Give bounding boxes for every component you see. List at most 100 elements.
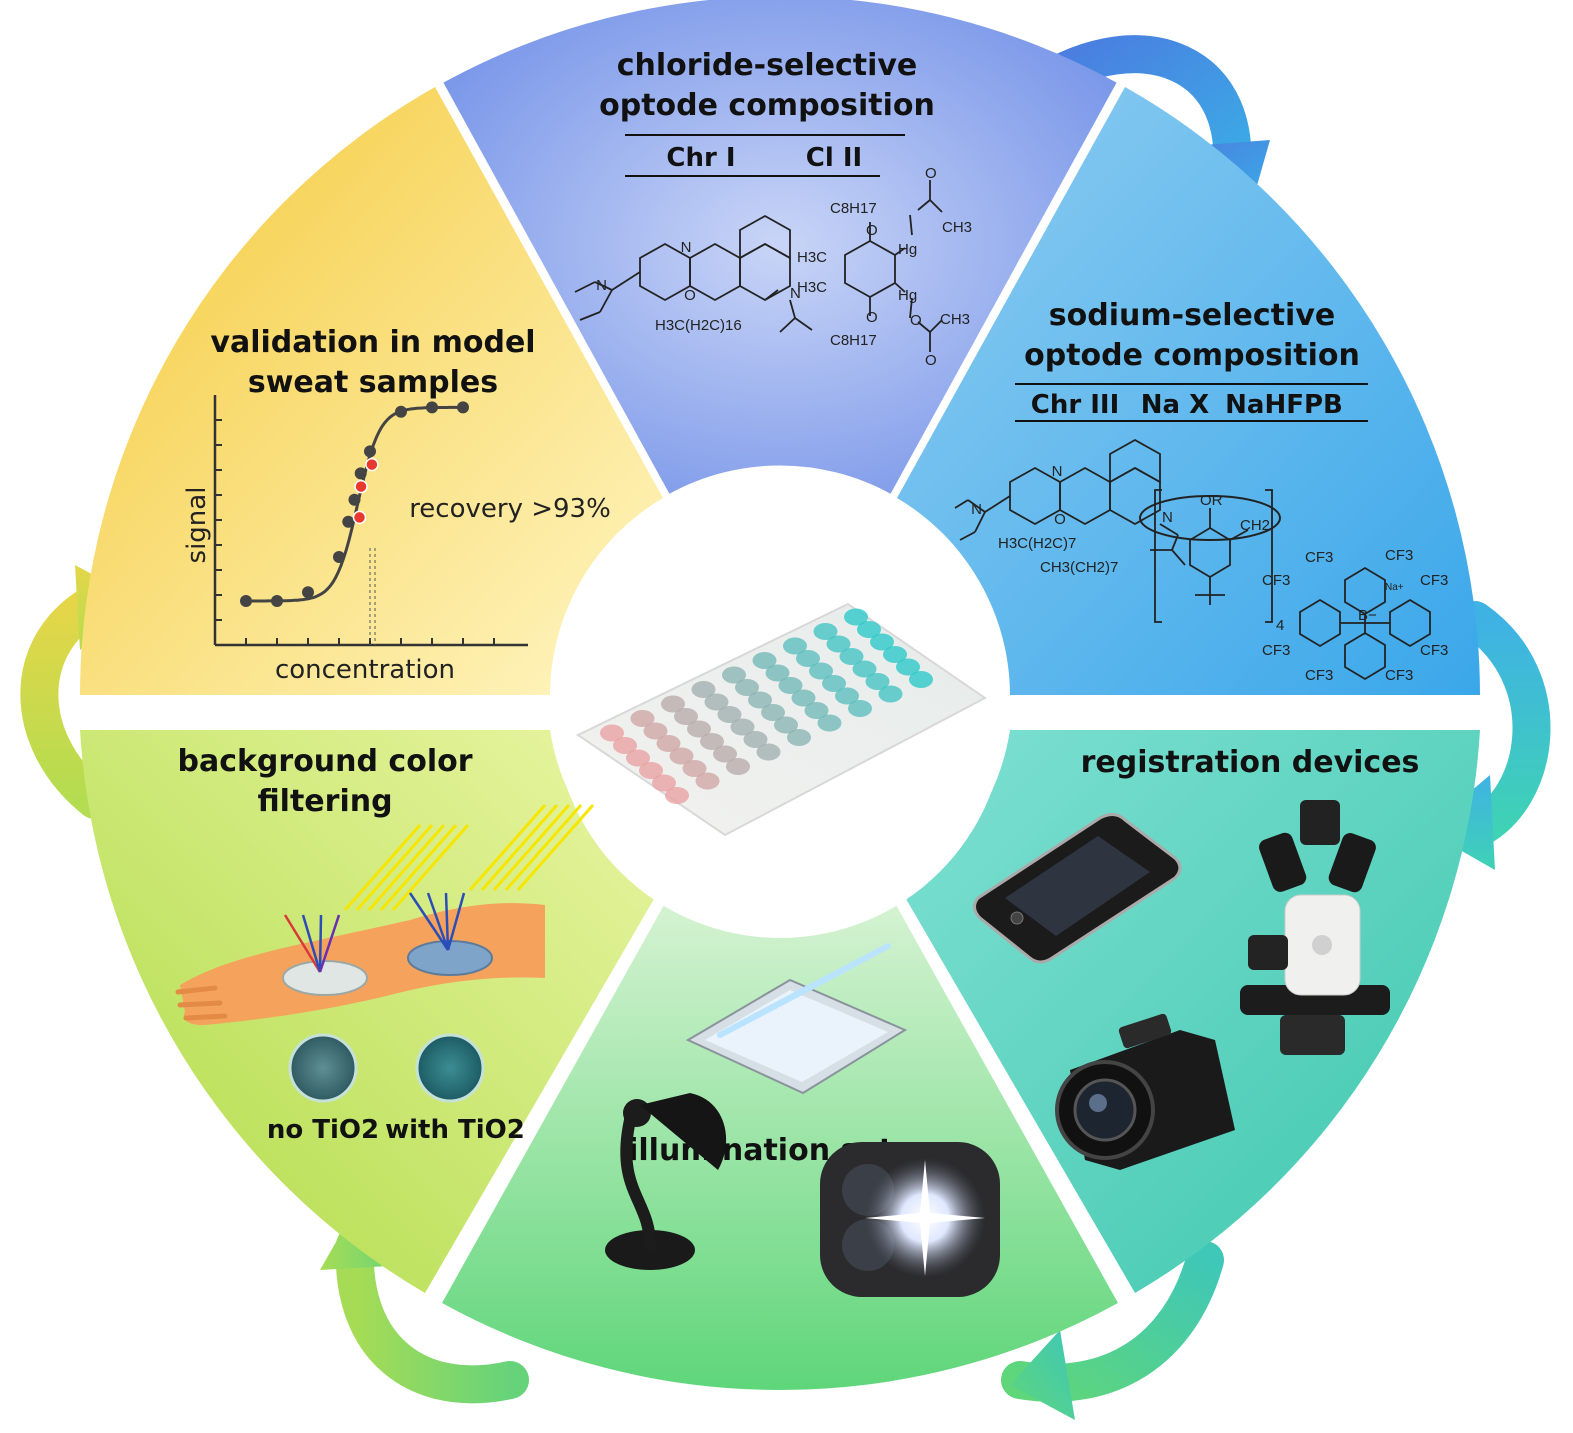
- chart-annotation: recovery >93%: [409, 494, 611, 524]
- plate-spot: [704, 693, 729, 711]
- nahfpb-boron: B−: [1358, 607, 1377, 624]
- plate-spot: [804, 702, 829, 719]
- scattered-beam: [426, 892, 450, 951]
- plate-spot: [726, 758, 750, 775]
- chr3-label-n-top: N: [1052, 463, 1063, 480]
- calibration-point: [354, 467, 367, 480]
- nax-label-ch2: CH2: [1240, 517, 1270, 534]
- chloride-section: chloride-selective optode composition Ch…: [574, 48, 972, 369]
- led-panel-icon: [685, 942, 908, 1095]
- scattered-beam: [318, 914, 323, 973]
- chloride-component-1: Chr I: [666, 143, 735, 173]
- label-with-tio2: with TiO2: [385, 1115, 525, 1145]
- calibration-chart: signal concentration recovery >93%: [182, 395, 611, 685]
- nax-structure: OR CH2 4: [1139, 489, 1284, 634]
- plate-spot: [756, 743, 781, 761]
- plate-spot: [700, 733, 724, 750]
- arrow-left: [20, 581, 119, 819]
- plate-spot: [826, 635, 851, 653]
- plate-spot: [652, 774, 676, 792]
- nahfpb-cf3-2: CF3: [1385, 547, 1413, 564]
- calibration-point: [348, 493, 361, 506]
- sample-no-tio2: [288, 1033, 358, 1103]
- plate-spot: [909, 671, 933, 688]
- plate-spot: [796, 650, 820, 667]
- plate-spot: [730, 718, 755, 736]
- plate-spot: [669, 747, 694, 765]
- incident-beam: [343, 824, 422, 911]
- plate-spot: [870, 633, 894, 651]
- calibration-point: [240, 595, 252, 607]
- sodium-component-3: NaHFPB: [1225, 390, 1343, 420]
- plate-spot: [774, 716, 798, 734]
- chr1-label-alkyl: H3C(H2C)16: [655, 317, 742, 334]
- plate-spot: [695, 772, 720, 790]
- scattered-beam: [408, 892, 450, 951]
- chr3-label-n-right: N: [1162, 509, 1173, 526]
- plate-spot: [883, 646, 907, 663]
- calibration-point: [395, 405, 407, 418]
- cl2-label-hg-1: Hg: [898, 241, 917, 258]
- scattered-beam: [283, 914, 322, 973]
- plate-spot: [791, 689, 816, 707]
- plate-spot: [665, 787, 689, 804]
- scattered-beam: [318, 914, 341, 973]
- flash-light-icon: [820, 1142, 1000, 1297]
- nahfpb-cf3-8: CF3: [1385, 667, 1413, 684]
- plate-spot: [682, 760, 707, 777]
- incident-beam: [379, 824, 458, 911]
- cl2-label-hg-2: Hg: [898, 287, 917, 304]
- plate-spot: [717, 706, 742, 723]
- scattered-beam: [444, 892, 450, 951]
- nax-label-or: OR: [1200, 492, 1223, 509]
- incident-beam: [367, 824, 446, 911]
- filtering-title-1: background color: [177, 744, 472, 779]
- led-rows: [717, 942, 893, 1038]
- sodium-section: sodium-selective optode composition Chr …: [954, 298, 1448, 684]
- calibration-point: [342, 515, 355, 528]
- plate-spot: [857, 621, 881, 638]
- led-row: [792, 942, 893, 998]
- cl2-label-h3c-1: H3C: [797, 249, 827, 266]
- calibration-point: [333, 551, 345, 563]
- incident-beam: [468, 804, 547, 891]
- illumination-section: illumination setup: [605, 942, 1000, 1297]
- plate-spot: [661, 695, 685, 713]
- chr3-label-n-left: N: [971, 501, 982, 518]
- chr1-label-n-top: N: [681, 239, 692, 256]
- scattered-beam: [446, 892, 466, 951]
- calibration-point: [271, 595, 283, 607]
- plate-spot: [600, 724, 624, 742]
- segment-sodium: [897, 87, 1480, 695]
- chart-ylabel: signal: [182, 487, 212, 564]
- plate-spot: [761, 704, 785, 721]
- sodium-component-1: Chr III: [1031, 390, 1120, 420]
- cl2-structure: C8H17 O O CH3 H3C Hg H3C Hg O O CH3 C8H1…: [797, 165, 972, 369]
- plate-spot: [643, 722, 668, 740]
- plate-spot: [613, 737, 637, 754]
- chart-xlabel: concentration: [275, 655, 455, 685]
- nahfpb-na-plus: Na+: [1385, 582, 1404, 593]
- incident-beam: [355, 824, 434, 911]
- cl2-label-ch3-bottom: CH3: [940, 311, 970, 328]
- validation-title-1: validation in model: [210, 325, 535, 360]
- arrow-right: [1456, 601, 1551, 849]
- nahfpb-cf3-6: CF3: [1420, 642, 1448, 659]
- plate-spot: [787, 729, 811, 746]
- sample-with-tio2: [415, 1033, 485, 1103]
- nax-label-subscript-4: 4: [1276, 617, 1284, 634]
- plate-spot: [896, 658, 920, 676]
- nahfpb-cf3-3: CF3: [1262, 572, 1290, 589]
- cl2-label-o5: O: [925, 352, 937, 369]
- sweat-sample-point: [354, 479, 368, 494]
- plate-spot: [748, 691, 772, 709]
- nahfpb-cf3-7: CF3: [1305, 667, 1333, 684]
- chr3-label-o: O: [1054, 511, 1066, 528]
- plate-spot: [674, 708, 698, 725]
- plate-spots: [600, 608, 933, 804]
- plate-spot: [656, 735, 681, 752]
- plate-spot: [691, 681, 716, 698]
- calibration-point: [426, 401, 438, 414]
- sodium-title-2: optode composition: [1024, 338, 1360, 373]
